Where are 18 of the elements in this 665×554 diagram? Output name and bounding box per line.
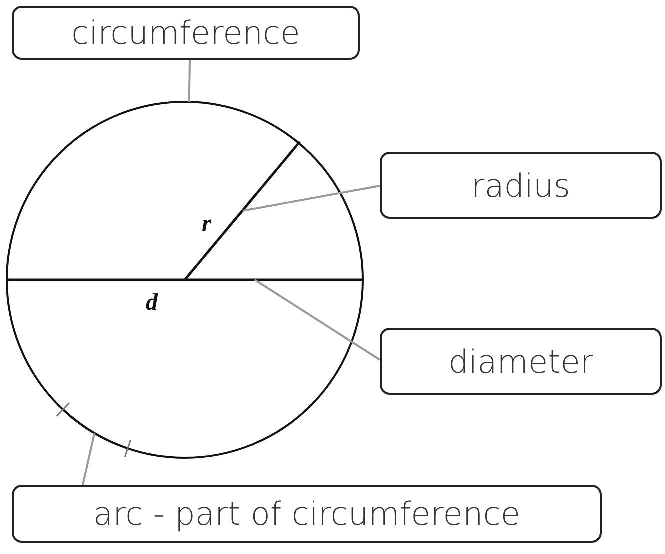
label-box	[380, 328, 662, 395]
radius-line	[184, 141, 301, 281]
label-box	[380, 152, 662, 219]
label-box	[12, 485, 602, 543]
variable-label: r	[202, 211, 212, 238]
arc-segment	[56, 402, 132, 458]
label-text: arc - part of circumference	[94, 495, 520, 533]
leader-line	[242, 185, 380, 212]
diameter-line	[7, 278, 363, 282]
circle-drawing	[6, 101, 364, 459]
leader-line	[254, 279, 381, 361]
label-box	[12, 6, 360, 60]
label-text: circumference	[72, 14, 300, 52]
label-text: radius	[472, 166, 570, 204]
label-text: diameter	[448, 342, 594, 380]
leader-line	[82, 433, 96, 486]
variable-label: d	[146, 290, 158, 317]
leader-line	[188, 60, 191, 102]
